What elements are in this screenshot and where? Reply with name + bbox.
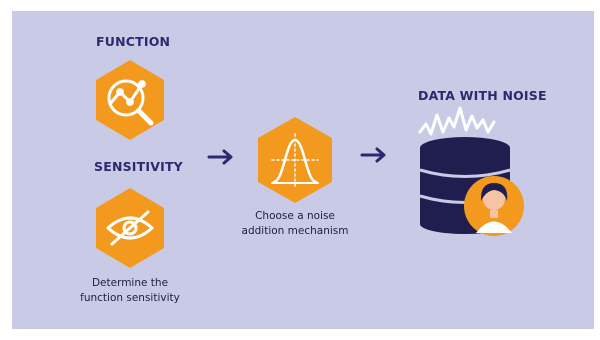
mechanism-caption-line-2: addition mechanism [241,225,349,237]
sensitivity-hexagon [96,188,164,268]
function-hexagon [96,60,164,140]
sensitivity-caption-line-2: function sensitivity [80,292,180,304]
arrow-1 [207,149,233,165]
mechanism-caption: Choose a noise addition mechanism [235,209,355,239]
mechanism-hexagon [258,117,332,203]
sensitivity-caption-line-1: Determine the [91,277,169,289]
eye-slash-icon [106,210,154,246]
data-with-noise-heading: DATA WITH NOISE [418,88,547,103]
bell-curve-icon [271,133,319,187]
magnifier-chart-icon [107,79,154,126]
mechanism-caption-line-1: Choose a noise [255,210,335,222]
arrow-2 [360,147,386,163]
avatar [464,176,524,236]
function-heading: FUNCTION [96,34,171,49]
sensitivity-heading: SENSITIVITY [94,159,183,174]
sensitivity-caption: Determine the function sensitivity [70,276,190,306]
